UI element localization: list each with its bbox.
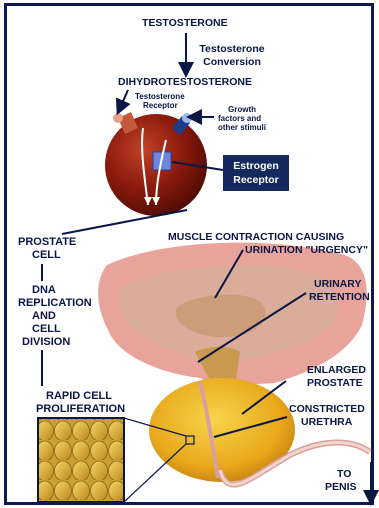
label-estrogen-receptor-line2: Receptor [223,173,289,187]
label-constricted-line2: URETHRA [301,416,352,429]
label-enlarged-line1: ENLARGED [307,364,366,377]
label-muscle-line1: MUSCLE CONTRACTION CAUSING [168,231,344,244]
label-dna-line5: DIVISION [22,336,70,349]
label-growth-factors-line2: factors and [218,114,261,123]
cell-proliferation-inset [38,418,124,502]
bladder [98,243,367,384]
label-rapid-line2: PROLIFERATION [36,403,125,416]
label-to-penis-line1: TO [337,468,351,481]
label-dna-line3: AND [32,310,56,323]
label-constricted-line1: CONSTRICTED [289,403,365,416]
label-testosterone: TESTOSTERONE [142,17,228,30]
label-urinary-line1: URINARY [314,278,361,291]
label-prostate-cell-line2: CELL [32,249,61,262]
estrogen-receptor-box: Estrogen Receptor [223,155,289,191]
label-dna-line2: REPLICATION [18,297,92,310]
label-muscle-line2: URINATION "URGENCY" [245,244,368,257]
label-testosterone-conversion-line2: Conversion [197,56,267,69]
label-dna-line4: CELL [32,323,61,336]
label-prostate-cell-line1: PROSTATE [18,236,76,249]
label-estrogen-receptor-line1: Estrogen [223,159,289,173]
label-dna-line1: DNA [32,284,56,297]
label-rapid-line1: RAPID CELL [46,390,112,403]
label-urinary-line2: RETENTION [309,291,370,304]
prostate-cell [105,112,207,216]
label-testosterone-receptor-line1: Testosterone [135,92,185,101]
label-enlarged-line2: PROSTATE [307,377,363,390]
label-testosterone-receptor-line2: Receptor [143,101,178,110]
label-to-penis-line2: PENIS [325,481,357,494]
label-growth-factors-line3: other stimuli [218,123,266,132]
label-testosterone-conversion-line1: Testosterone [197,43,267,56]
label-growth-factors-line1: Growth [228,105,256,114]
label-dihydrotestosterone: DIHYDROTESTOSTERONE [118,76,252,89]
